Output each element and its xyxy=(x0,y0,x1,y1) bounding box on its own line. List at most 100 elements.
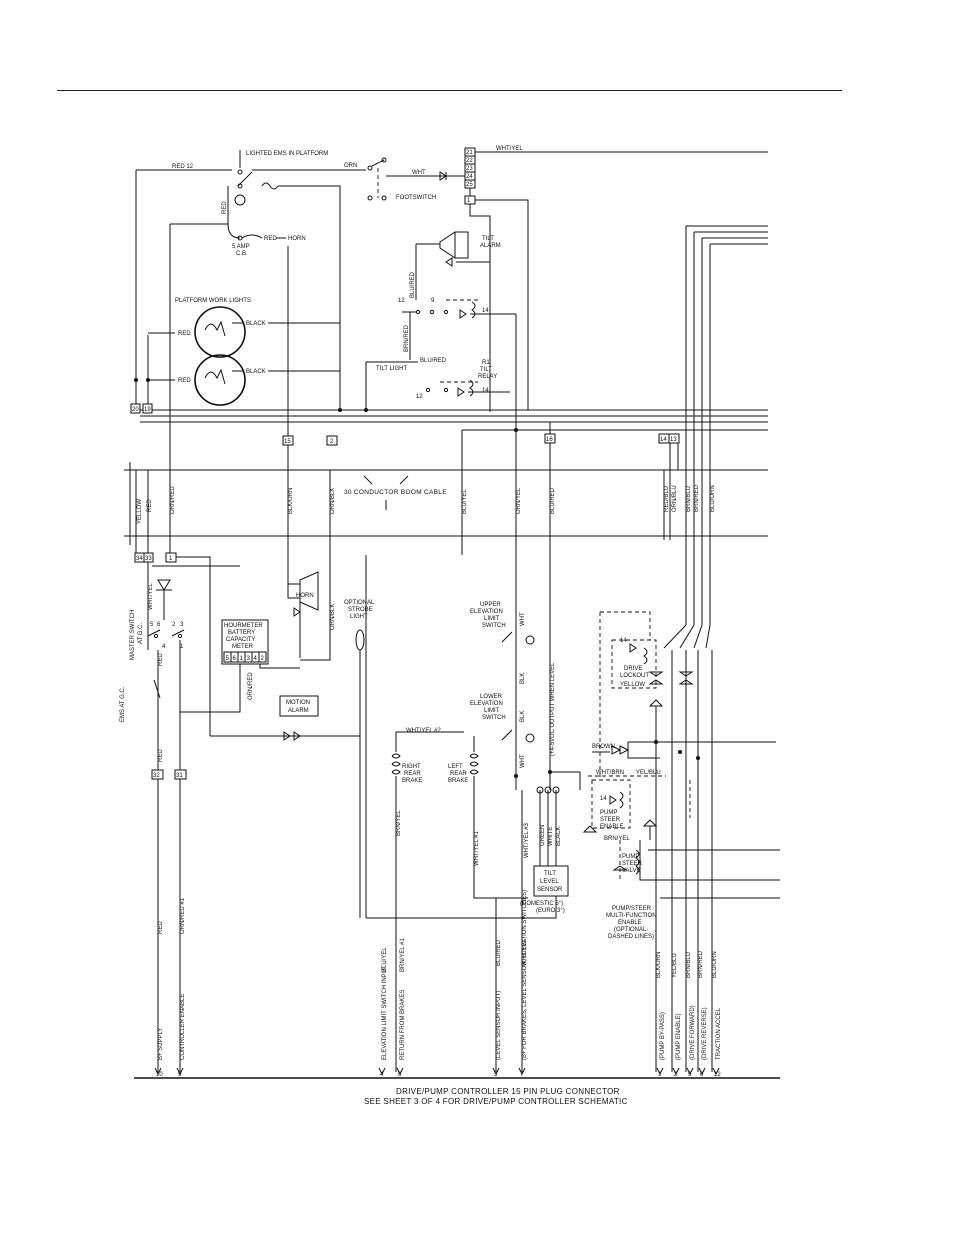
wire-label-wht: WHT xyxy=(412,170,426,176)
tilt-sensor-spec-1: (DOMESTIC 5°) xyxy=(520,901,563,907)
boom-wire-bluyel: BLU/YEL xyxy=(462,489,468,514)
master-switch-label: MASTER SWITCH xyxy=(130,610,136,660)
lower-limit-label-1: LOWER xyxy=(480,694,503,700)
wire-label-red-gc: RED xyxy=(158,653,164,666)
sensor-wire-white: WHITE xyxy=(548,827,554,846)
wire-label-red-light2: RED xyxy=(178,378,191,384)
connector-pin-arrow xyxy=(176,1067,184,1076)
wire-label-blkorn-gc: BLK/ORN xyxy=(656,952,662,978)
wire-label-whtbrn: WHT/BRN xyxy=(596,770,624,776)
work-light-1 xyxy=(194,306,246,358)
hourmeter-label-3: CAPACITY xyxy=(226,637,256,643)
ms-pin-5: 5 xyxy=(150,622,154,628)
wire-label-whtyel2: WHT/YEL #2 xyxy=(406,728,441,734)
pse-pin-14: 14 xyxy=(600,796,607,802)
right-brake-label-3: BRAKE xyxy=(402,778,422,784)
valve-label-3: VALVE xyxy=(622,868,640,874)
motion-alarm-label-2: ALARM xyxy=(288,708,309,714)
relay-r1-label-3: RELAY xyxy=(478,374,497,380)
boom-cable-label: 30 CONDUCTOR BOOM CABLE xyxy=(344,489,447,496)
boom-wire-ornred: ORN/RED xyxy=(170,486,176,514)
hourmeter-pin-label: 2 xyxy=(261,656,265,662)
connector-pin-number: 6 xyxy=(700,1072,704,1078)
boom-wire-redblu: RED/BLU xyxy=(664,486,670,512)
pump-steer-label-2: STEER xyxy=(600,817,621,823)
footswitch-label: FOOTSWITCH xyxy=(396,195,436,201)
hourmeter-pin-label: 4 xyxy=(254,656,258,662)
ems-at-gc-label: EMS AT G.C. xyxy=(120,686,126,722)
right-brake-label-1: RIGHT xyxy=(402,764,421,770)
pump-steer-enable-relay xyxy=(591,779,631,829)
terminal-19: 19 xyxy=(144,407,151,413)
terminal-22: 22 xyxy=(466,158,473,164)
ms-pin-4: 4 xyxy=(162,644,166,650)
wire-label-blured-light: BLU/RED xyxy=(420,358,447,364)
breaker-rating: 5 AMP xyxy=(232,244,250,250)
output-level-label: (+4-5VDC OUTPUT WHEN LEVEL xyxy=(550,662,556,756)
hourmeter-pin-label: 6 xyxy=(233,656,237,662)
boom-wire-ornblu: ORN/BLU xyxy=(672,485,678,512)
hourmeter-pin-label: 1 xyxy=(240,656,244,662)
work-lights-label: PLATFORM WORK LIGHTS xyxy=(175,298,251,304)
hourmeter-label-1: HOURMETER xyxy=(224,623,263,629)
right-brake-label-2: REAR xyxy=(404,771,421,777)
boom-wire-ornyel: ORN/YEL xyxy=(516,487,522,514)
wire-label-orn: ORN xyxy=(344,163,357,169)
multi-func-label-3: ENABLE xyxy=(618,920,642,926)
wire-label-brnyel-relay: BRN/YEL xyxy=(604,836,630,842)
connector-pin-arrow xyxy=(492,1067,500,1076)
tilt-level-sensor xyxy=(533,865,569,897)
connector-pin-number: 4 xyxy=(380,1072,384,1078)
wire-label-blured-alarm: BLU/RED xyxy=(410,271,416,298)
connector-wire-label: BLU/YEL xyxy=(382,947,388,972)
wire-label-blk-upper: BLK xyxy=(520,673,526,684)
wire-label-wht-upper: WHT xyxy=(520,612,526,626)
wire-label-yelblu: YEL/BLU xyxy=(636,770,661,776)
ground-horn: HORN xyxy=(287,571,319,611)
tilt-alarm-label-2: ALARM xyxy=(480,243,501,249)
boom-wire-brnblu: BRN/BLU xyxy=(686,486,692,512)
connector-function-label: (DRIVE FORWARD) xyxy=(690,1005,696,1060)
lower-limit-label-2: ELEVATION xyxy=(470,701,503,707)
boom-terminals: 20 19 15 2 16 14 13 xyxy=(130,403,680,446)
wire-label-brnred: BRN/RED xyxy=(404,324,410,352)
multi-func-label-4: (OPTIONAL- xyxy=(614,927,648,933)
upper-limit-label-3: LIMIT xyxy=(484,616,500,622)
strobe-label-1: OPTIONAL xyxy=(344,600,375,606)
drive-lockout-yellow: YELLOW xyxy=(620,682,645,688)
ms-pin-6: 6 xyxy=(157,622,161,628)
boom-wire-ornblk: ORN/BLK xyxy=(330,488,336,514)
wire-label-black-light2: BLACK xyxy=(246,369,266,375)
wire-label-black-light1: BLACK xyxy=(246,321,266,327)
connector-function-label: (PUMP BY-PASS) xyxy=(660,1012,666,1060)
sensor-wire-black: BLACK xyxy=(556,826,562,846)
tilt-sensor-label-1: TILT xyxy=(544,871,556,877)
drive-lockout-label-1: DRIVE xyxy=(624,666,642,672)
connector-wire-label: BLU/RED xyxy=(496,939,502,966)
connector-function-label: RETURN FROM BRAKES xyxy=(400,990,406,1060)
sensor-wire-green: GREEN xyxy=(540,825,546,846)
connector-pin-arrow xyxy=(656,1067,664,1076)
connector-wire-label: WHT/YEL xyxy=(522,939,528,966)
connector-pin-arrow xyxy=(686,1067,694,1076)
breaker-cb: C.B. xyxy=(236,251,248,257)
wire-label-yelblu-gc: YEL/BLU xyxy=(672,953,678,978)
tilt-sensor-label-3: SENSOR xyxy=(537,887,563,893)
wire-label-red-light1: RED xyxy=(178,331,191,337)
boom-wire-yellow: YELLOW xyxy=(137,499,143,524)
boom-cable-section: YELLOW RED ORN/RED BLK/ORN ORN/BLK 30 CO… xyxy=(124,462,768,736)
ms-pin-1: 1 xyxy=(180,644,184,650)
top-rule xyxy=(57,90,842,91)
connector-pin-arrow xyxy=(518,1067,526,1076)
wire-label-whtyel1: WHT/YEL #1 xyxy=(474,831,480,866)
connector-pin-number: 2 xyxy=(674,1072,678,1078)
tilt-sensor-label-2: LEVEL xyxy=(540,879,559,885)
relay-pin-14: 14 xyxy=(482,308,489,314)
multi-func-label-5: DASHED LINES) xyxy=(608,934,654,940)
hourmeter-pin-label: 3 xyxy=(247,656,251,662)
terminal-strip-21-25: 21 22 23 24 25 xyxy=(464,147,476,189)
multi-func-label-2: MULTI-FUNCTION xyxy=(606,913,657,919)
tilt-light-label: TILT LIGHT xyxy=(376,366,407,372)
